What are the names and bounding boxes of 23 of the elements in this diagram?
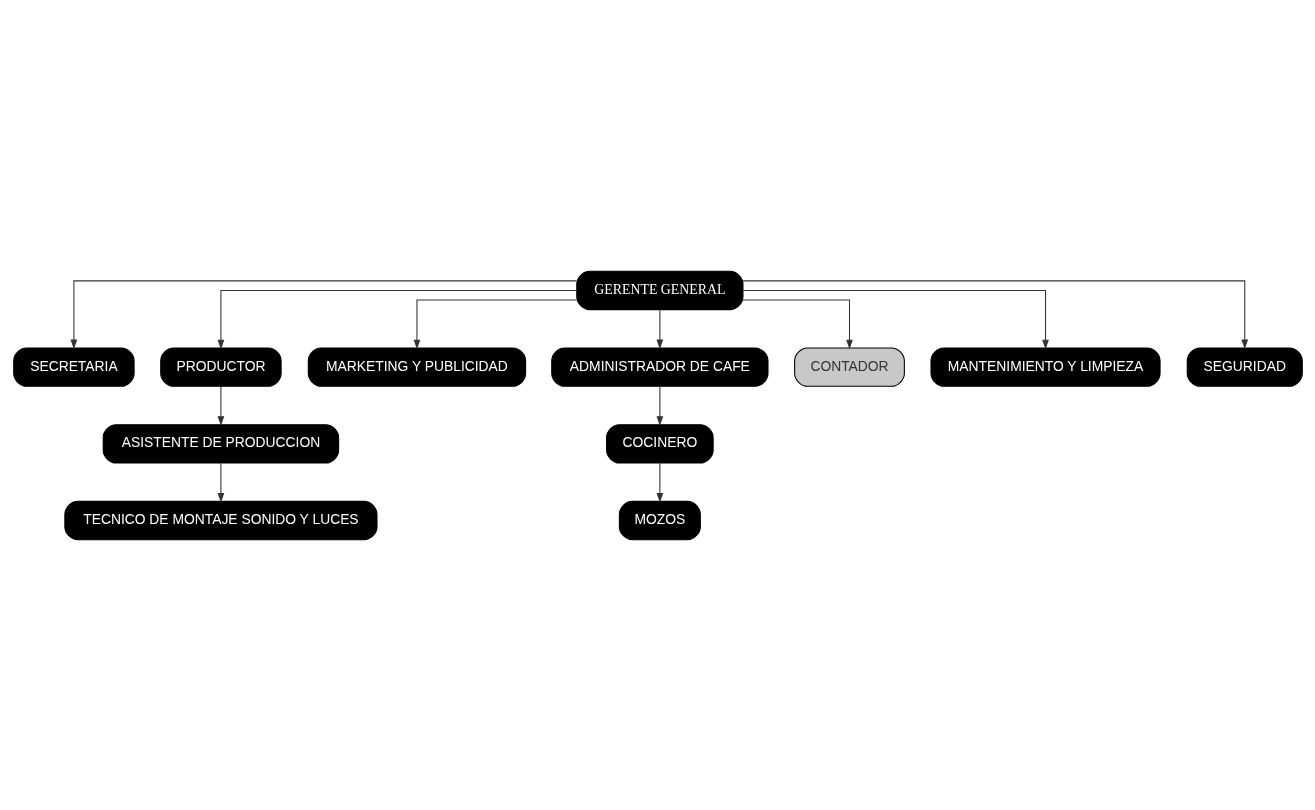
node-box: COCINERO xyxy=(605,423,714,464)
arrow xyxy=(656,462,663,503)
arrow xyxy=(656,308,663,349)
node-box: GERENTE GENERAL xyxy=(575,270,743,310)
node-box: SEGURIDAD xyxy=(1186,346,1303,387)
node-box: CONTADOR xyxy=(793,346,905,387)
arrow xyxy=(413,299,577,349)
node-box: PRODUCTOR xyxy=(159,346,282,387)
arrow xyxy=(70,279,577,349)
node-box: SECRETARIA xyxy=(12,346,135,387)
node-box: ADMINISTRADOR DE CAFE xyxy=(550,346,769,387)
node-box: TECNICO DE MONTAJE SONIDO Y LUCES xyxy=(63,500,378,540)
arrow xyxy=(217,385,224,426)
node-box: MANTENIMIENTO Y LIMPIEZA xyxy=(929,346,1161,387)
arrow xyxy=(217,289,577,349)
node-box: ASISTENTE DE PRODUCCION xyxy=(102,423,339,464)
arrow xyxy=(742,279,1248,349)
node-box: MARKETING Y PUBLICIDAD xyxy=(307,346,526,387)
arrow xyxy=(656,385,663,426)
arrow xyxy=(742,289,1049,349)
arrow xyxy=(742,299,853,349)
node-box: MOZOS xyxy=(618,500,701,540)
arrow xyxy=(217,462,224,503)
